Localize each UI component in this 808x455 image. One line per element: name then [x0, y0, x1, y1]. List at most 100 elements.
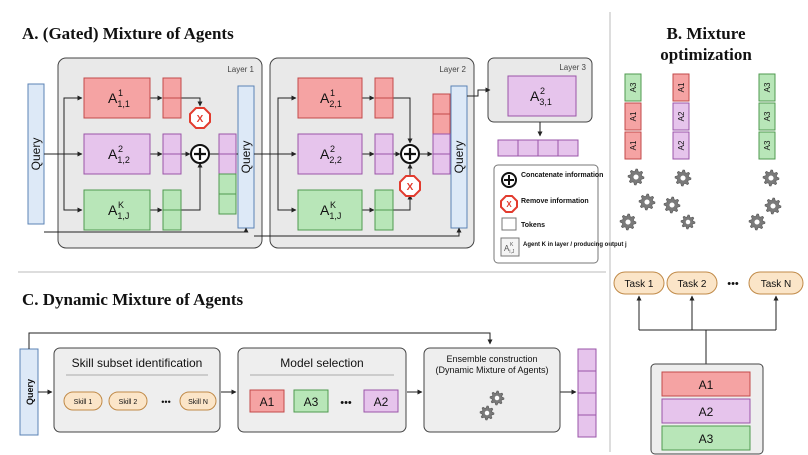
skill-n-label: Skill N [188, 399, 208, 406]
gear-icon [762, 169, 780, 187]
gear-icon [479, 405, 495, 421]
output-token-3 [537, 139, 559, 157]
b-agent-cell [624, 73, 642, 102]
concat-l2-r1 [432, 93, 451, 115]
gear-icon [627, 168, 645, 186]
b-agent-cell-label: A2 [677, 140, 686, 150]
skill-box [53, 347, 221, 433]
model-a2 [363, 389, 399, 413]
agent-l1-1-label: A1,1 [108, 90, 130, 109]
agent-l2-2-sup: 2 [330, 144, 335, 154]
token-l1-r2 [162, 97, 182, 119]
skill-2-label: Skill 2 [119, 399, 138, 406]
legend-remove-icon [500, 195, 518, 213]
gear-icon [764, 197, 782, 215]
model-a1 [249, 389, 285, 413]
gear-icon [638, 193, 656, 211]
concat-l1-g1 [218, 173, 237, 195]
token-l1-g1 [162, 189, 182, 211]
remove-icon-l1 [189, 107, 211, 129]
pool-a2 [661, 398, 751, 424]
b-agent-cell [624, 102, 642, 131]
legend-agent-icon [500, 237, 520, 257]
remove-icon-l2 [399, 175, 421, 197]
agent-l2-k-label: A1,J [320, 202, 341, 221]
ensemble-title-1: Ensemble construction [446, 354, 537, 364]
legend-token-label: Tokens [521, 222, 545, 229]
skill-1 [63, 391, 103, 411]
legend-agent-icon-label: Ai,J [504, 244, 515, 255]
token-l2-g2 [374, 209, 394, 231]
gear-icon [674, 169, 692, 187]
task-n-label: Task N [761, 279, 792, 290]
agent-l1-2-sup: 2 [118, 144, 123, 154]
b-agent-cell [672, 102, 690, 131]
agent-l1-2 [83, 133, 151, 175]
gear-icon [680, 214, 696, 230]
layer2-label: Layer 2 [439, 65, 466, 74]
section-b-title-2: optimization [660, 45, 752, 64]
ensemble-box [423, 347, 561, 433]
skill-ellipsis: ••• [161, 397, 170, 407]
token-l2-p2 [374, 153, 394, 175]
token-l1-p2 [162, 153, 182, 175]
model-a3 [293, 389, 329, 413]
agent-l2-2-label: A2,2 [320, 146, 342, 165]
b-agent-cell [758, 102, 776, 131]
query-label-l1: Query [239, 141, 253, 174]
section-b-title-1: B. Mixture [666, 24, 745, 43]
pool-a1 [661, 371, 751, 397]
skill-2 [108, 391, 148, 411]
legend-agent-icon-sup: K [510, 242, 514, 248]
output-token-1 [497, 139, 519, 157]
agent-l1-2-label: A1,2 [108, 146, 130, 165]
agent-l2-2 [297, 133, 363, 175]
remove-glyph-l1: X [197, 114, 204, 125]
model-a1-label: A1 [260, 395, 275, 409]
concat-l1-p2 [218, 153, 237, 175]
b-agent-cell [758, 131, 776, 160]
b-agent-cell [758, 73, 776, 102]
agent-l1-1 [83, 77, 151, 119]
ensemble-title-2: (Dynamic Mixture of Agents) [435, 365, 548, 375]
section-a-title: A. (Gated) Mixture of Agents [22, 24, 234, 43]
legend-remove-label: Remove information [521, 198, 589, 205]
layer1-label: Layer 1 [227, 65, 254, 74]
query-label-c: Query [25, 379, 35, 405]
token-l2-p1 [374, 133, 394, 155]
section-c-title: C. Dynamic Mixture of Agents [22, 290, 244, 309]
output-token-4 [557, 139, 579, 157]
b-agent-cell-label: A2 [677, 111, 686, 121]
concat-l1-g2 [218, 193, 237, 215]
agent-l2-1-sup: 1 [330, 88, 335, 98]
model-ellipsis: ••• [340, 397, 352, 409]
layer3-label: Layer 3 [559, 63, 586, 72]
token-l1-g2 [162, 209, 182, 231]
skill-1-label: Skill 1 [74, 399, 93, 406]
b-agent-cell-label: A3 [763, 140, 772, 150]
c-output-token-1 [577, 348, 597, 372]
pool-a1-label: A1 [699, 378, 714, 392]
b-agent-cell [672, 73, 690, 102]
remove-glyph-l2: X [407, 182, 414, 193]
agent-l2-k [297, 189, 363, 231]
token-l2-r2 [374, 97, 394, 119]
agent-l3-1 [507, 75, 577, 117]
task-2-label: Task 2 [678, 279, 707, 290]
model-a2-label: A2 [374, 395, 389, 409]
legend-concat-label: Concatenate information [521, 172, 603, 179]
token-l1-p1 [162, 133, 182, 155]
b-agent-cell [624, 131, 642, 160]
b-agent-cell-label: A1 [629, 111, 638, 121]
b-agent-cell-label: A1 [629, 140, 638, 150]
token-l2-g1 [374, 189, 394, 211]
concat-l2-r2 [432, 113, 451, 135]
gear-icon [663, 196, 681, 214]
agent-l1-k [83, 189, 151, 231]
task-1-label: Task 1 [625, 279, 654, 290]
token-l2-r1 [374, 77, 394, 99]
legend-remove-glyph: X [506, 200, 512, 209]
agent-l2-k-sup: K [330, 200, 336, 210]
